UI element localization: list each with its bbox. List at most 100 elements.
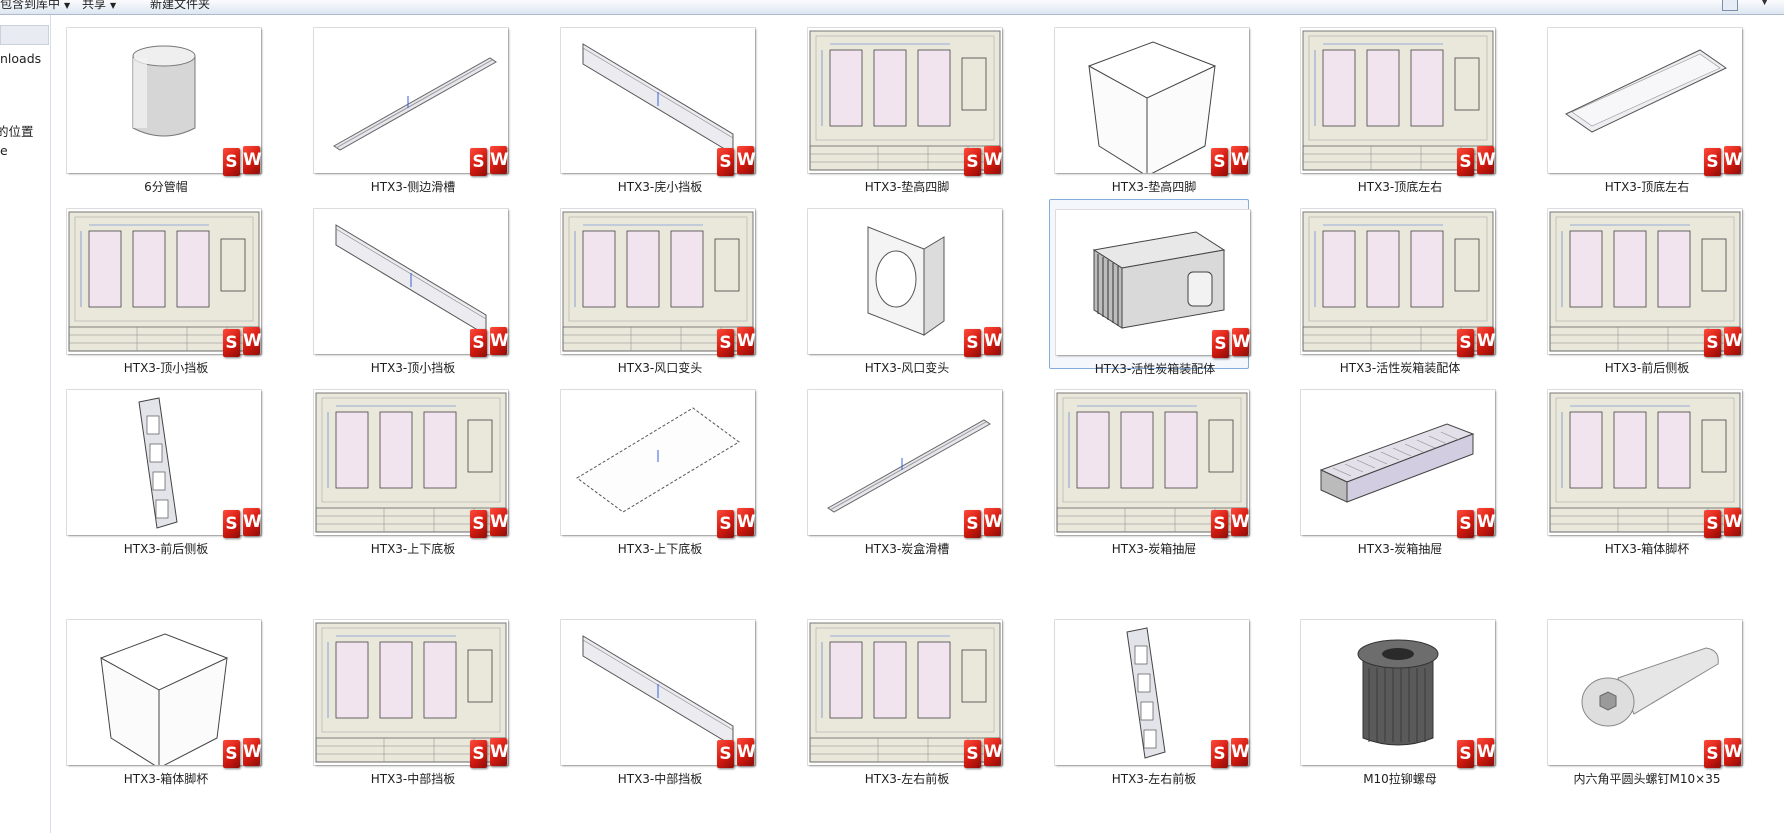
solidworks-icon-w: W [1231, 738, 1250, 766]
drawing-thumbnail [561, 209, 755, 354]
drawing-thumbnail [314, 620, 508, 765]
file-name: HTX3-庑小挡板 [617, 180, 703, 194]
solidworks-icon-w: W [243, 508, 262, 536]
solidworks-icon-w: W [1477, 327, 1496, 355]
solidworks-icon-s: S [1704, 510, 1721, 538]
file-name: HTX3-顶小挡板 [370, 361, 456, 375]
include-in-library-button[interactable]: 包含到库中▼ [0, 0, 70, 12]
solidworks-icon-w: W [1232, 328, 1251, 356]
file-name: HTX3-炭箱抽屉 [1111, 542, 1197, 556]
solidworks-icon-s: S [1704, 148, 1721, 176]
solidworks-icon-w: W [984, 146, 1003, 174]
new-folder-label: 新建文件夹 [150, 0, 211, 11]
file-name: HTX3-左右前板 [864, 772, 950, 786]
solidworks-icon-w: W [490, 508, 509, 536]
solidworks-icon-s: S [223, 329, 240, 357]
nav-item-recent-places[interactable]: 的位置 [0, 124, 34, 139]
solidworks-icon-w: W [1231, 508, 1250, 536]
solidworks-icon-s: S [717, 510, 734, 538]
file-name: HTX3-顶小挡板 [123, 361, 209, 375]
file-name: HTX3-侧边滑槽 [370, 180, 456, 194]
solidworks-icon-w: W [984, 508, 1003, 536]
view-options-icon[interactable] [1722, 0, 1738, 11]
file-name: HTX3-顶底左右 [1604, 180, 1690, 194]
solidworks-icon-w: W [1477, 508, 1496, 536]
drawing-thumbnail [1301, 209, 1495, 354]
nav-item-other[interactable]: e [0, 143, 8, 158]
solidworks-icon-s: S [470, 148, 487, 176]
file-name: HTX3-炭箱抽屉 [1357, 542, 1443, 556]
nav-item-downloads[interactable]: nloads [0, 51, 42, 66]
part-thumbnail [314, 209, 508, 354]
solidworks-icon-s: S [717, 740, 734, 768]
solidworks-icon-s: S [717, 329, 734, 357]
solidworks-icon-w: W [984, 738, 1003, 766]
solidworks-icon-s: S [223, 740, 240, 768]
solidworks-icon-w: W [1477, 738, 1496, 766]
file-name: HTX3-活性炭箱装配体 [1094, 362, 1216, 376]
share-button[interactable]: 共享▼ [82, 0, 116, 12]
solidworks-icon-w: W [737, 146, 756, 174]
file-name: HTX3-炭盒滑槽 [864, 542, 950, 556]
solidworks-icon-s: S [964, 329, 981, 357]
solidworks-icon-w: W [737, 508, 756, 536]
include-in-library-label: 包含到库中 [0, 0, 61, 11]
solidworks-icon-s: S [1457, 510, 1474, 538]
solidworks-icon-w: W [243, 327, 262, 355]
file-name: HTX3-风口变头 [864, 361, 950, 375]
solidworks-icon-s: S [1457, 740, 1474, 768]
file-name: HTX3-左右前板 [1111, 772, 1197, 786]
nav-selected-item[interactable] [0, 25, 49, 45]
solidworks-icon-s: S [1211, 740, 1228, 768]
solidworks-icon-w: W [1477, 146, 1496, 174]
file-name: M10拉铆螺母 [1363, 772, 1437, 786]
solidworks-icon-w: W [243, 146, 262, 174]
chevron-down-icon[interactable]: ▼ [1761, 0, 1768, 7]
new-folder-button[interactable]: 新建文件夹 [150, 0, 210, 12]
file-name: HTX3-垫高四脚 [864, 180, 950, 194]
file-name: HTX3-前后侧板 [1604, 361, 1690, 375]
file-name: HTX3-前后侧板 [123, 542, 209, 556]
solidworks-icon-s: S [470, 740, 487, 768]
